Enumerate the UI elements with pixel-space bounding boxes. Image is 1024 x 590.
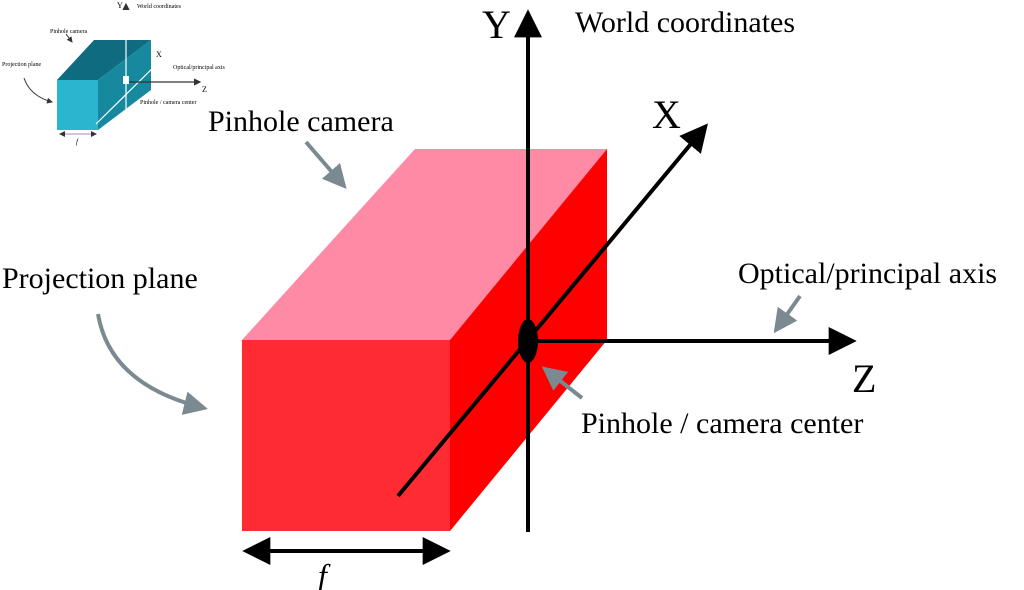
thumb-z-label: Z <box>202 85 207 94</box>
world-coordinates-label: World coordinates <box>575 6 795 39</box>
pointer-arrows <box>96 140 802 415</box>
thumb-projection-label: Projection plane <box>2 62 41 68</box>
thumb-x-label: X <box>156 50 162 59</box>
pinhole-camera-pointer <box>304 140 347 190</box>
camera-top-face <box>242 149 607 340</box>
pinhole-center-pointer <box>541 366 584 400</box>
optical-axis-label: Optical/principal axis <box>738 257 997 290</box>
pinhole-center-label: Pinhole / camera center <box>581 407 863 440</box>
thumb-camera-pointer <box>65 33 73 43</box>
thumb-top-face <box>57 40 151 80</box>
thumb-pinhole-camera-label: Pinhole camera <box>50 29 87 35</box>
thumb-x-axis <box>95 57 164 125</box>
focal-length-label: f <box>318 557 331 590</box>
projection-plane-label: Projection plane <box>2 262 198 295</box>
pinhole-camera-label: Pinhole camera <box>208 105 394 138</box>
thumb-side-face <box>98 40 151 130</box>
z-axis-label: Z <box>852 356 876 401</box>
thumb-pinhole-center-label: Pinhole / camera center <box>140 100 196 106</box>
world-axes <box>396 9 857 532</box>
thumb-front-face <box>57 80 98 130</box>
thumb-optical-label: Optical/principal axis <box>173 65 225 71</box>
pinhole-dot <box>518 319 538 363</box>
thumb-f-label: f <box>76 138 79 146</box>
x-axis-label: X <box>652 92 681 137</box>
thumb-pinhole-dot <box>123 76 129 84</box>
camera-front-face <box>242 340 450 531</box>
y-axis-label: Y <box>482 2 511 47</box>
thumb-world-label: World coordinates <box>137 4 182 10</box>
thumbnail-diagram: Y World coordinates Pinhole camera X Pro… <box>2 1 225 146</box>
projection-plane-pointer <box>96 313 208 415</box>
thumb-projection-pointer <box>23 77 53 104</box>
x-axis <box>396 123 708 498</box>
thumb-y-label: Y <box>117 1 123 10</box>
optical-axis-pointer <box>773 294 802 334</box>
